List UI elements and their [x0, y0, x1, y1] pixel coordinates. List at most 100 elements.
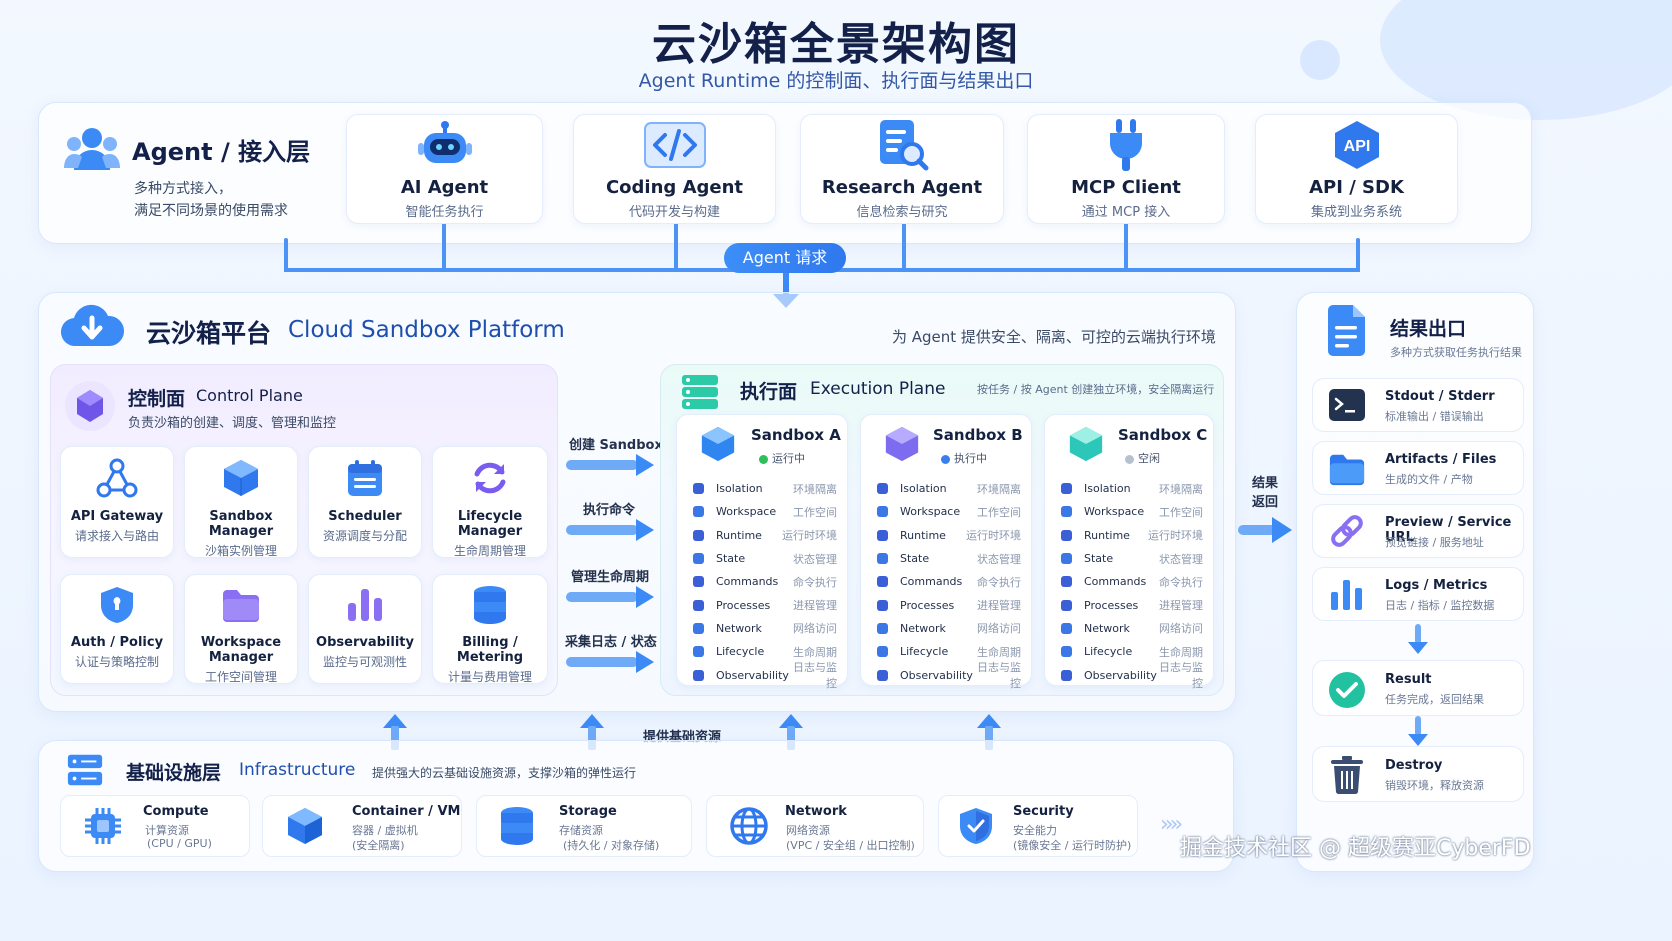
- control-card-billing-metering[interactable]: Billing / Metering 计量与费用管理: [432, 574, 548, 684]
- capability-desc: 命令执行: [793, 575, 837, 589]
- execution-plane-desc: 按任务 / 按 Agent 创建独立环境，安全隔离运行: [977, 383, 1215, 396]
- bar-chart-icon: [309, 575, 421, 635]
- control-plane-title-cn: 控制面: [128, 388, 186, 410]
- capability-desc: 命令执行: [1159, 575, 1203, 589]
- capability-desc: 工作空间: [1159, 505, 1203, 519]
- infra-title-cn: 基础设施层: [126, 762, 222, 784]
- control-card-api-gateway[interactable]: API Gateway 请求接入与路由: [60, 446, 174, 558]
- capability-name: Processes: [716, 598, 771, 612]
- status-text: 运行中: [772, 452, 805, 465]
- sandbox-name: Sandbox C: [1118, 426, 1208, 444]
- agent-card-title: Coding Agent: [605, 177, 744, 198]
- capability-icon: [877, 553, 888, 565]
- agent-card-research-agent[interactable]: Research Agent 信息检索与研究: [800, 114, 1004, 224]
- result-item-title: Stdout / Stderr: [1385, 389, 1495, 404]
- capability-name: Commands: [900, 575, 963, 589]
- sandbox-name: Sandbox A: [751, 426, 841, 444]
- result-item-result[interactable]: Result 任务完成，返回结果: [1312, 660, 1524, 716]
- infra-card-compute[interactable]: Compute 计算资源 (CPU / GPU): [60, 795, 250, 857]
- control-card-scheduler[interactable]: Scheduler 资源调度与分配: [308, 446, 422, 558]
- infra-card-title: Security: [1013, 804, 1074, 819]
- control-card-sandbox-manager[interactable]: Sandbox Manager 沙箱实例管理: [184, 446, 298, 558]
- flow-arrow: [566, 454, 654, 476]
- infra-card-sub-note: (CPU / GPU): [147, 837, 212, 850]
- capability-icon: [877, 506, 888, 518]
- folder-icon: [1328, 452, 1366, 490]
- code-icon: [574, 115, 775, 175]
- cycle-icon: [433, 447, 547, 509]
- capability-name: Runtime: [716, 528, 762, 542]
- infra-card-container-vm[interactable]: Container / VM 容器 / 虚拟机 (安全隔离): [262, 795, 462, 857]
- watermark: 掘金技术社区 @ 超级赛亚CyberFD: [1180, 836, 1531, 861]
- control-card-sub: 请求接入与路由: [74, 529, 159, 543]
- capability-name: Commands: [1084, 575, 1147, 589]
- control-card-sub: 生命周期管理: [453, 544, 526, 558]
- result-return-arrow: [1238, 517, 1292, 543]
- capability-icon: [693, 576, 704, 588]
- sandbox-capability-row: Workspace 工作空间: [1061, 500, 1203, 523]
- capability-name: Commands: [716, 575, 779, 589]
- chip-icon: [83, 806, 123, 850]
- result-item-logs[interactable]: Logs / Metrics 日志 / 指标 / 监控数据: [1312, 567, 1524, 621]
- infra-card-sub: 存储资源: [559, 824, 603, 837]
- bar-chart-icon: [1330, 578, 1364, 616]
- status-dot: [759, 454, 768, 464]
- shield-icon: [957, 806, 995, 850]
- calendar-icon: [309, 447, 421, 509]
- capability-name: Observability: [716, 668, 789, 682]
- terminal-icon: [1328, 388, 1366, 426]
- capability-desc: 生命周期: [977, 645, 1021, 659]
- capability-desc: 运行时环境: [1148, 529, 1203, 543]
- infra-card-sub-note: (镜像安全 / 运行时防护): [1013, 839, 1132, 852]
- capability-icon: [1061, 599, 1072, 611]
- result-item-destroy[interactable]: Destroy 销毁环境，释放资源: [1312, 746, 1524, 802]
- infra-card-storage[interactable]: Storage 存储资源 (持久化 / 对象存储): [476, 795, 692, 857]
- agent-card-api-sdk[interactable]: API API / SDK 集成到业务系统: [1255, 114, 1458, 224]
- flow-arrow: [566, 586, 654, 608]
- control-card-observability[interactable]: Observability 监控与可观测性: [308, 574, 422, 684]
- capability-name: Workspace: [1084, 505, 1145, 519]
- result-item-stdout[interactable]: Stdout / Stderr 标准输出 / 错误输出: [1312, 378, 1524, 432]
- infra-card-sub: 计算资源: [145, 824, 189, 837]
- agent-card-sub: 集成到业务系统: [1310, 205, 1402, 220]
- link-icon: [1328, 514, 1366, 554]
- sandbox-capability-row: Commands 命令执行: [693, 570, 837, 593]
- flow-arrow: [566, 651, 654, 673]
- control-card-title: Sandbox Manager: [208, 509, 274, 539]
- agent-card-ai-agent[interactable]: AI Agent 智能任务执行: [346, 114, 543, 224]
- page-subtitle: Agent Runtime 的控制面、执行面与结果出口: [638, 70, 1034, 92]
- result-item-sub: 日志 / 指标 / 监控数据: [1385, 599, 1495, 612]
- result-item-sub: 销毁环境，释放资源: [1385, 779, 1484, 792]
- agent-layer-title: Agent / 接入层: [132, 138, 311, 166]
- control-card-auth-policy[interactable]: Auth / Policy 认证与策略控制: [60, 574, 174, 684]
- agent-card-coding-agent[interactable]: Coding Agent 代码开发与构建: [573, 114, 776, 224]
- infra-card-network[interactable]: Network 网络资源 (VPC / 安全组 / 出口控制): [706, 795, 924, 857]
- control-card-workspace-manager[interactable]: Workspace Manager 工作空间管理: [184, 574, 298, 684]
- capability-icon: [693, 553, 704, 565]
- agent-card-mcp-client[interactable]: MCP Client 通过 MCP 接入: [1027, 114, 1225, 224]
- result-item-preview[interactable]: Preview / Service URL 预览链接 / 服务地址: [1312, 504, 1524, 558]
- execution-plane-title-cn: 执行面: [740, 381, 798, 403]
- control-card-lifecycle-manager[interactable]: Lifecycle Manager 生命周期管理: [432, 446, 548, 558]
- cloud-upload-icon: [60, 300, 125, 352]
- result-item-artifacts[interactable]: Artifacts / Files 生成的文件 / 产物: [1312, 441, 1524, 495]
- capability-desc: 日志与监控: [1159, 661, 1203, 691]
- capability-desc: 日志与监控: [793, 661, 837, 691]
- capability-desc: 进程管理: [793, 599, 837, 613]
- infra-card-sub: 网络资源: [786, 824, 830, 837]
- agent-card-title: API / SDK: [1309, 177, 1404, 198]
- infra-card-security[interactable]: Security 安全能力 (镜像安全 / 运行时防护): [938, 795, 1138, 857]
- capability-icon: [877, 622, 888, 634]
- down-arrow: [1408, 716, 1428, 746]
